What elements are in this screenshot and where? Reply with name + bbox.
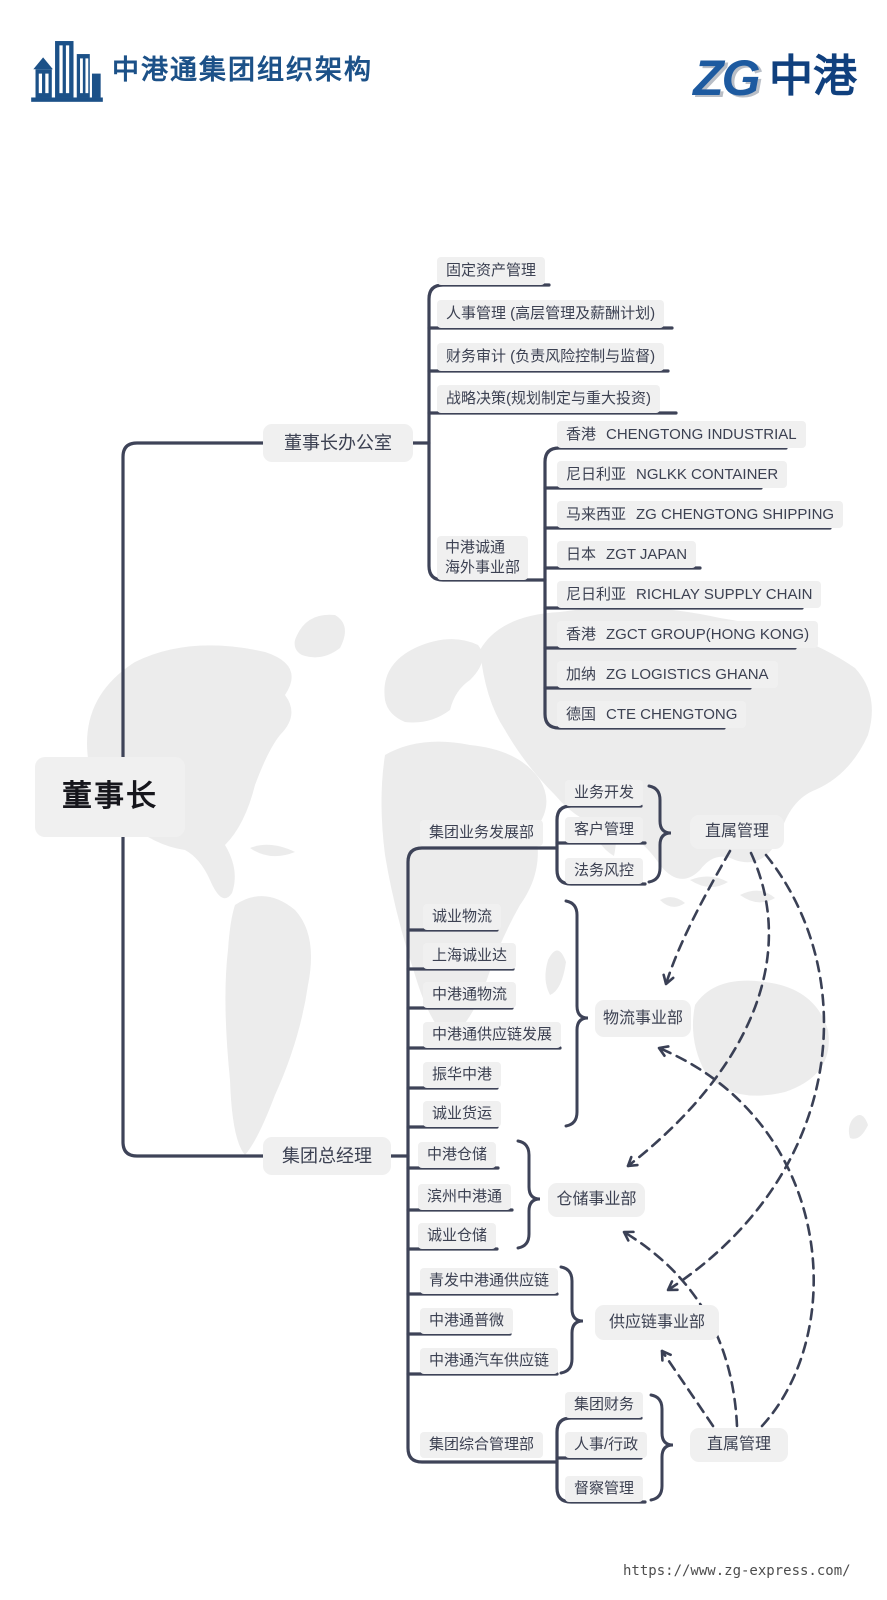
zg-brand-logo: ZG 中港	[693, 40, 857, 107]
node-overseas-company: 日本 ZGT JAPAN	[557, 541, 697, 568]
node-logistics-company: 中港通物流	[423, 982, 517, 1008]
company-name: RICHLAY SUPPLY CHAIN	[636, 586, 813, 603]
company-name: ZGCT GROUP(HONG KONG)	[606, 626, 810, 643]
node-function-strategy: 战略决策(规划制定与重大投资)	[437, 385, 660, 413]
node-chairman: 董事长	[35, 757, 185, 837]
overseas-spine	[543, 446, 788, 730]
arrow-bottom-mgmt-to-logistics-div	[657, 1045, 815, 1428]
company-region: 加纳	[566, 666, 597, 683]
website-url-watermark: https://www.zg-express.com/	[623, 1563, 851, 1579]
company-region: 香港	[566, 426, 597, 443]
company-name: ZG LOGISTICS GHANA	[606, 666, 769, 683]
node-warehouse-division: 仓储事业部	[548, 1183, 645, 1217]
node-biz-dev-dept: 集团业务发展部	[420, 820, 544, 846]
company-region: 香港	[566, 626, 597, 643]
buildings-logo-icon	[31, 41, 103, 102]
node-overseas-company: 尼日利亚 RICHLAY SUPPLY CHAIN	[557, 581, 822, 608]
node-function-asset-mgmt: 固定资产管理	[437, 257, 546, 285]
node-function-hr-mgmt: 人事管理 (高层管理及薪酬计划)	[437, 300, 665, 328]
node-admin-child: 督察管理	[565, 1476, 644, 1502]
brace-bizdev	[647, 784, 672, 884]
node-supply-company: 中港通普微	[420, 1308, 514, 1334]
admin-spine	[555, 1416, 647, 1504]
brace-warehouse	[516, 1139, 541, 1250]
company-region: 尼日利亚	[566, 586, 627, 603]
node-bizdev-child: 业务开发	[565, 780, 644, 806]
company-region: 马来西亚	[566, 506, 627, 523]
company-region: 日本	[566, 546, 597, 563]
node-overseas-company: 尼日利亚 NGLKK CONTAINER	[557, 461, 788, 488]
node-logistics-division: 物流事业部	[595, 1000, 691, 1037]
arrow-bottom-mgmt-to-supply-div	[660, 1349, 715, 1428]
node-supply-company: 青发中港通供应链	[420, 1268, 559, 1294]
node-logistics-company: 中港通供应链发展	[423, 1022, 562, 1048]
node-supply-division: 供应链事业部	[595, 1305, 719, 1340]
gm-spine	[406, 846, 559, 1464]
node-direct-mgmt-top: 直属管理	[690, 815, 784, 849]
node-group-gm: 集团总经理	[263, 1137, 391, 1175]
node-logistics-company: 振华中港	[423, 1062, 502, 1088]
node-warehouse-company: 滨州中港通	[418, 1184, 512, 1210]
node-overseas-company: 马来西亚 ZG CHENGTONG SHIPPING	[557, 501, 844, 528]
node-logistics-company: 诚业物流	[423, 904, 502, 930]
brace-logistics	[564, 899, 589, 1128]
node-supply-company: 中港通汽车供应链	[420, 1348, 559, 1374]
company-region: 德国	[566, 706, 597, 723]
node-overseas-company: 加纳 ZG LOGISTICS GHANA	[557, 661, 778, 688]
node-function-finance-audit: 财务审计 (负责风险控制与监督)	[437, 343, 665, 371]
brand-cn-text: 中港	[769, 52, 857, 101]
brace-admin	[649, 1393, 674, 1502]
node-overseas-company: 香港 ZGCT GROUP(HONG KONG)	[557, 621, 819, 648]
braces	[516, 784, 674, 1502]
node-admin-child: 人事/行政	[565, 1432, 648, 1458]
node-overseas-division: 中港诚通 海外事业部	[437, 536, 529, 580]
company-region: 尼日利亚	[566, 466, 627, 483]
arrow-top-mgmt-to-logistics-div	[662, 849, 732, 986]
node-bizdev-child: 法务风控	[565, 858, 644, 884]
company-name: CTE CHENGTONG	[606, 706, 738, 723]
arrow-top-mgmt-to-warehouse-div	[626, 851, 771, 1168]
node-logistics-company: 诚业货运	[423, 1101, 502, 1127]
company-name: CHENGTONG INDUSTRIAL	[606, 426, 797, 443]
node-admin-child: 集团财务	[565, 1392, 644, 1418]
node-direct-mgmt-bottom: 直属管理	[690, 1428, 788, 1462]
node-chairman-office: 董事长办公室	[263, 424, 413, 462]
node-admin-dept: 集团综合管理部	[420, 1432, 544, 1458]
node-overseas-company: 德国 CTE CHENGTONG	[557, 701, 747, 728]
node-overseas-company: 香港 CHENGTONG INDUSTRIAL	[557, 421, 806, 448]
node-warehouse-company: 中港仓储	[418, 1142, 497, 1168]
brand-zg-text: ZG	[693, 50, 760, 106]
node-bizdev-child: 客户管理	[565, 817, 644, 843]
node-warehouse-company: 诚业仓储	[418, 1223, 497, 1249]
company-name: ZGT JAPAN	[606, 546, 688, 563]
page-title: 中港通集团组织架构	[112, 55, 373, 85]
company-name: NGLKK CONTAINER	[636, 466, 779, 483]
company-name: ZG CHENGTONG SHIPPING	[636, 506, 835, 523]
brace-supply	[559, 1265, 584, 1375]
bizdev-spine	[555, 804, 647, 886]
functions-spine	[427, 283, 551, 582]
node-logistics-company: 上海诚业达	[423, 943, 517, 969]
